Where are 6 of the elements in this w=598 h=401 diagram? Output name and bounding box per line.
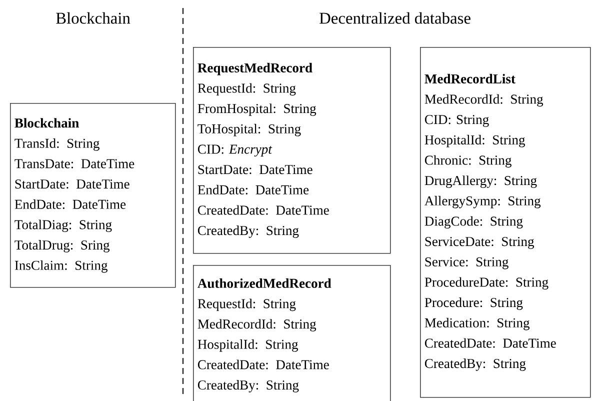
class-box: AuthorizedMedRecord RequestId: String MedRecordId: String HospitalId: String CreatedDate: DateTime CreatedBy: String: [193, 265, 391, 401]
section-heading: Blockchain: [56, 12, 130, 24]
class-box: MedRecordList MedRecordId: String CID: String HospitalId: String Chronic: String DrugAllergy: String AllergySymp: String DiagCode: String ServiceDate: String Service: String ProcedureDate: String Procedure: String Medication: String CreatedDate: DateTime CreatedBy: String: [420, 47, 591, 398]
class-box: RequestMedRecord RequestId: String FromHospital: String ToHospital: String CID: Encrypt StartDate: DateTime EndDate: DateTime CreatedDate: DateTime CreatedBy: String: [193, 47, 391, 254]
class-box: Blockchain TransId: String TransDate: DateTime StartDate: DateTime EndDate: DateTime TotalDiag: String TotalDrug: Sring InsClaim: String: [10, 103, 176, 288]
section-heading: Decentralized database: [320, 12, 470, 24]
